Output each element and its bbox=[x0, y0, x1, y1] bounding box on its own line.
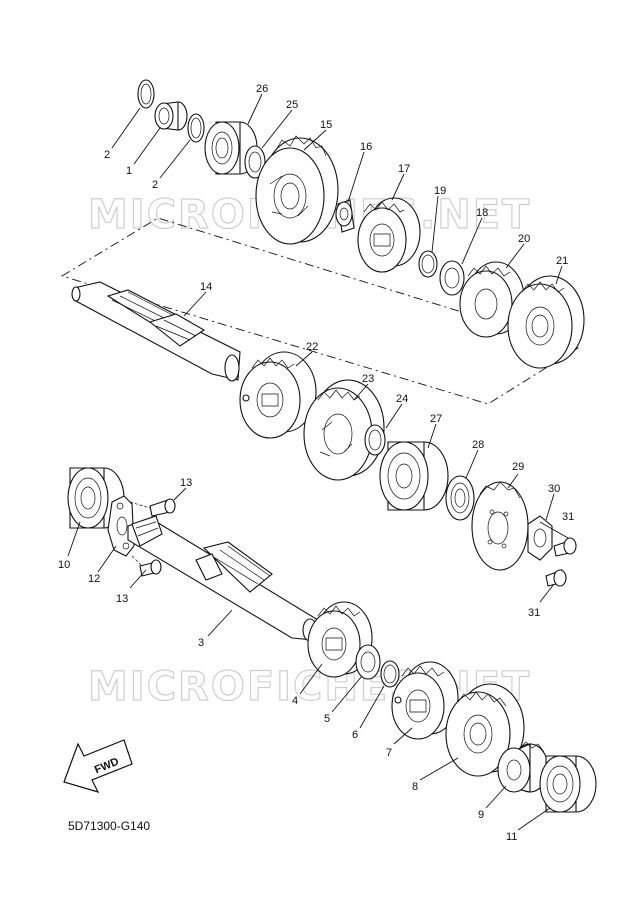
splined-washer-part-5 bbox=[355, 644, 381, 680]
part-label-2-lower: 2 bbox=[152, 179, 158, 191]
catalog-code: 5D71300-G140 bbox=[68, 819, 150, 833]
washer-part-24 bbox=[364, 424, 386, 456]
part-label-2-upper: 2 bbox=[104, 149, 110, 161]
screw-part-13-lower bbox=[131, 555, 162, 577]
bushing-part-1 bbox=[154, 101, 188, 131]
part-label-11: 11 bbox=[506, 831, 517, 843]
part-label-4: 4 bbox=[292, 695, 298, 707]
washer-part-25 bbox=[244, 145, 266, 179]
bearing-plate-part-12 bbox=[107, 495, 135, 557]
part-label-8: 8 bbox=[412, 781, 418, 793]
bolt-part-31-lower bbox=[545, 569, 567, 587]
part-label-1: 1 bbox=[126, 165, 132, 177]
screw-part-13-upper bbox=[129, 498, 176, 517]
part-label-7: 7 bbox=[386, 747, 392, 759]
part-label-25: 25 bbox=[286, 99, 298, 111]
lock-washer-part-30 bbox=[527, 515, 553, 561]
splined-washer-part-18 bbox=[439, 260, 465, 296]
part-labels: 2 1 2 26 25 15 16 17 19 18 20 21 14 22 2… bbox=[58, 83, 574, 843]
part-label-27: 27 bbox=[430, 413, 442, 425]
part-label-16: 16 bbox=[360, 141, 372, 153]
forward-arrow-icon: FWD bbox=[63, 739, 133, 793]
part-label-12: 12 bbox=[88, 573, 100, 585]
circlip-part-19 bbox=[418, 250, 438, 278]
circlip-part-6 bbox=[380, 660, 400, 688]
bearing-part-10 bbox=[67, 467, 125, 529]
drive-axle-part-3 bbox=[127, 515, 319, 642]
gear-part-9 bbox=[497, 741, 549, 793]
part-label-28: 28 bbox=[472, 439, 484, 451]
part-label-20: 20 bbox=[518, 233, 530, 245]
part-label-21: 21 bbox=[556, 255, 568, 267]
gear-part-15 bbox=[255, 135, 339, 245]
part-label-10: 10 bbox=[58, 559, 70, 571]
collar-part-16 bbox=[335, 199, 355, 233]
part-label-3: 3 bbox=[198, 637, 204, 649]
main-axle-part-14 bbox=[71, 281, 241, 382]
part-label-15: 15 bbox=[320, 119, 332, 131]
part-label-23: 23 bbox=[362, 373, 374, 385]
part-label-18: 18 bbox=[476, 207, 488, 219]
gear-part-23 bbox=[303, 379, 385, 481]
part-label-30: 30 bbox=[548, 483, 560, 495]
part-label-22: 22 bbox=[306, 341, 318, 353]
gear-part-22 bbox=[239, 351, 317, 439]
part-label-14: 14 bbox=[200, 281, 212, 293]
oil-seal-part-28 bbox=[445, 475, 475, 521]
part-label-24: 24 bbox=[396, 393, 408, 405]
part-label-26: 26 bbox=[256, 83, 268, 95]
part-label-29: 29 bbox=[512, 461, 524, 473]
gear-part-21 bbox=[507, 275, 585, 369]
part-label-31-upper: 31 bbox=[562, 511, 574, 523]
part-label-31-lower: 31 bbox=[528, 607, 540, 619]
gear-part-7 bbox=[391, 661, 459, 740]
part-label-6: 6 bbox=[352, 729, 358, 741]
part-label-19: 19 bbox=[434, 185, 446, 197]
bearing-part-11 bbox=[539, 755, 597, 813]
part-label-13-upper: 13 bbox=[180, 477, 192, 489]
part-label-5: 5 bbox=[324, 713, 330, 725]
bolt-part-31-upper bbox=[553, 537, 577, 557]
circlip-part-2-upper bbox=[137, 79, 155, 109]
assembly-boundary-dashed bbox=[60, 217, 580, 405]
leader-lines bbox=[67, 93, 569, 831]
bearing-part-27 bbox=[379, 441, 449, 511]
part-label-17: 17 bbox=[398, 163, 410, 175]
sprocket-part-29 bbox=[471, 481, 529, 571]
part-label-13-lower: 13 bbox=[116, 593, 128, 605]
gear-part-17 bbox=[357, 197, 421, 273]
part-label-9: 9 bbox=[478, 809, 484, 821]
circlip-part-2-lower bbox=[187, 113, 205, 143]
